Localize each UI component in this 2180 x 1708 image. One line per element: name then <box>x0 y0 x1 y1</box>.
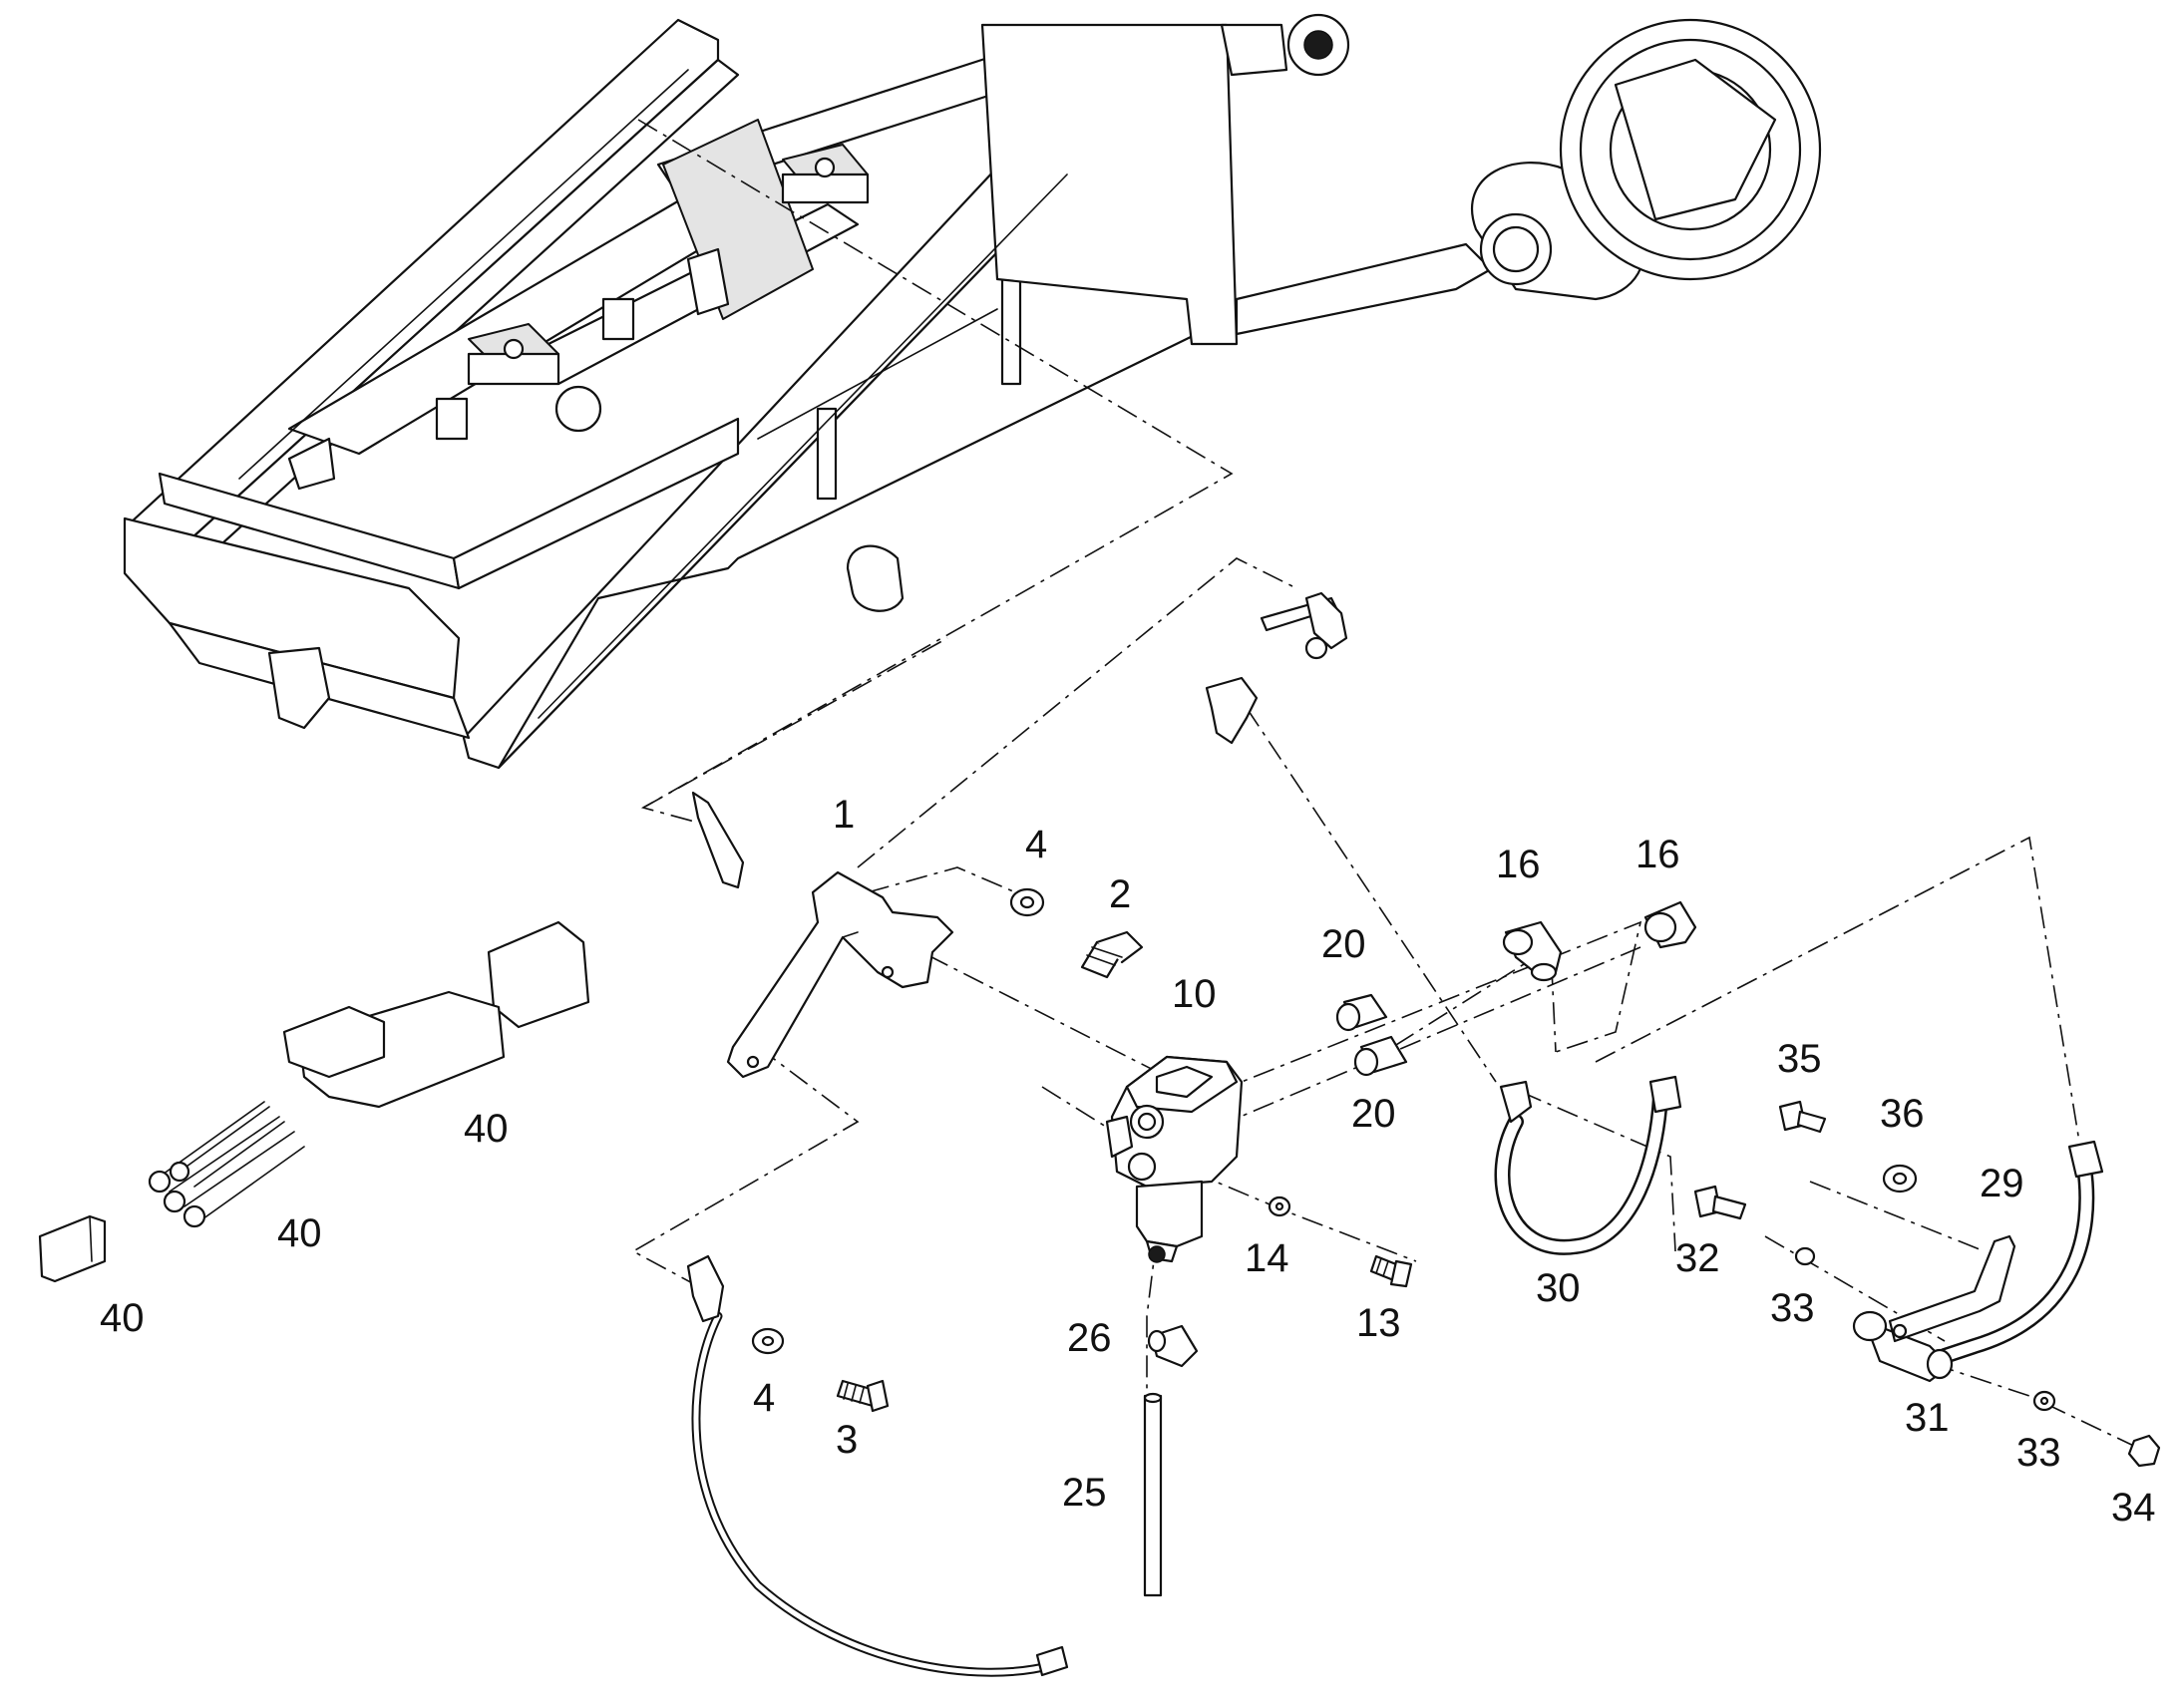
valve-assembly-part-10 <box>1105 1055 1244 1263</box>
callout-2: 2 <box>1109 872 1131 916</box>
air-hose-lower <box>686 1254 1069 1677</box>
callout-40-housing: 40 <box>464 1107 509 1151</box>
hose-part-29-assembly <box>1937 1140 2104 1364</box>
callout-40-plug: 40 <box>100 1296 145 1340</box>
callout-40-pins: 40 <box>277 1211 322 1255</box>
callout-32: 32 <box>1675 1236 1720 1280</box>
tube-part-25 <box>1143 1392 1163 1597</box>
bolt-part-13 <box>1369 1254 1413 1288</box>
bolt-part-3 <box>836 1379 890 1413</box>
washer-part-4-lower <box>751 1327 785 1355</box>
connector-plug-part-40 <box>38 1214 107 1283</box>
callout-20-lower: 20 <box>1351 1092 1396 1136</box>
callout-16-left: 16 <box>1496 843 1541 886</box>
bolt-part-32 <box>1693 1185 1747 1220</box>
adapter-part-20-lower <box>1353 1035 1408 1077</box>
callout-13: 13 <box>1356 1301 1401 1345</box>
washer-part-36 <box>1882 1164 1918 1194</box>
callout-20-upper: 20 <box>1321 922 1366 966</box>
callout-16-right: 16 <box>1635 833 1680 876</box>
callout-1: 1 <box>833 793 855 837</box>
adapter-part-20-upper <box>1335 993 1388 1032</box>
callout-3: 3 <box>836 1418 858 1462</box>
ball-valve-fitting <box>1205 591 1348 745</box>
callout-4-lower: 4 <box>753 1376 775 1420</box>
hose-part-30 <box>1494 1075 1682 1255</box>
callout-labels: 1 2 3 4 4 10 13 14 16 16 20 20 25 26 29 … <box>100 793 2156 1530</box>
bolt-part-2 <box>1080 930 1144 979</box>
callout-26: 26 <box>1067 1316 1112 1360</box>
elbow-fitting-part-16-left <box>1502 920 1563 982</box>
chassis-frame <box>123 13 1822 770</box>
callout-33-upper: 33 <box>1770 1286 1815 1330</box>
connector-housing-part-40 <box>282 920 590 1109</box>
connector-pins-part-40 <box>148 1101 305 1228</box>
bolt-part-35 <box>1778 1100 1827 1134</box>
callout-4-upper: 4 <box>1025 823 1047 866</box>
elbow-fitting-part-16-right <box>1643 900 1697 949</box>
nut-part-34 <box>2127 1434 2161 1468</box>
bracket-part-1 <box>691 791 954 1079</box>
callout-30: 30 <box>1536 1266 1581 1310</box>
callout-10: 10 <box>1172 972 1217 1016</box>
washer-part-33-upper <box>1794 1246 1816 1266</box>
callout-14: 14 <box>1245 1236 1289 1280</box>
callout-35: 35 <box>1777 1037 1822 1081</box>
callout-29: 29 <box>1980 1162 2024 1205</box>
callout-33-lower: 33 <box>2016 1431 2061 1475</box>
callout-36: 36 <box>1880 1092 1925 1136</box>
fitting-part-31 <box>1852 1310 1954 1383</box>
elbow-fitting-part-26 <box>1147 1324 1199 1368</box>
callout-34: 34 <box>2111 1486 2156 1530</box>
washer-part-33-lower <box>2032 1390 2056 1412</box>
washer-part-14 <box>1268 1196 1291 1217</box>
callout-25: 25 <box>1062 1471 1107 1515</box>
callout-31: 31 <box>1905 1396 1950 1440</box>
washer-part-4-upper <box>1009 887 1045 917</box>
bracket-part-29 <box>1888 1234 2016 1343</box>
